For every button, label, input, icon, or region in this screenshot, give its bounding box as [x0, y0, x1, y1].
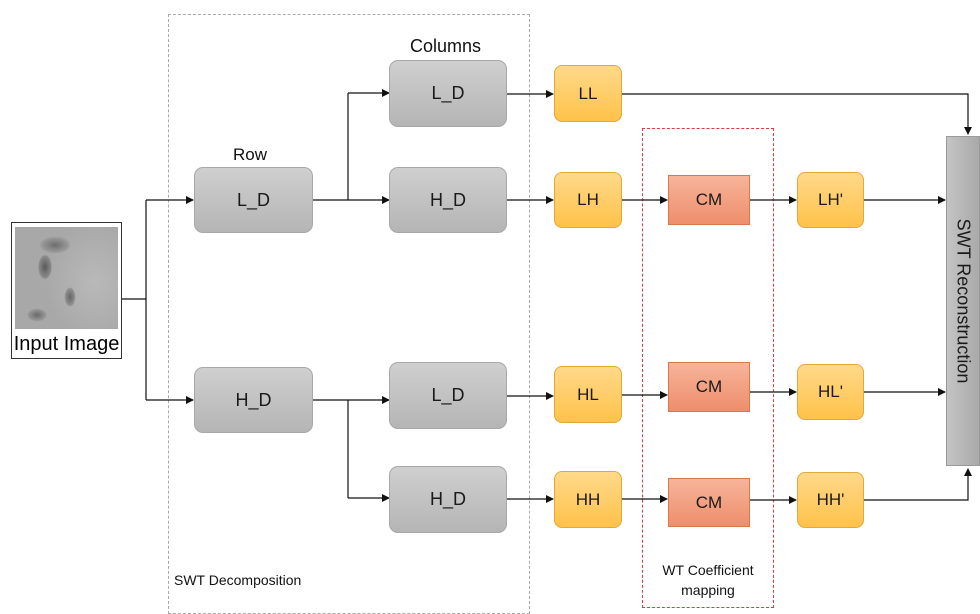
swt-reconstruction-label: SWT Reconstruction	[953, 218, 974, 384]
column-low-filter-2: L_D	[389, 362, 507, 429]
column-high-filter-2: H_D	[389, 466, 507, 533]
mapped-subband-lh: LH'	[797, 172, 864, 228]
row-header: Row	[233, 145, 268, 164]
wt-coefficient-mapping-caption-line1: WT Coefficient	[662, 562, 754, 578]
input-image-panel: Input Image	[11, 222, 122, 359]
swt-reconstruction-block: SWT Reconstruction	[946, 136, 980, 466]
column-low-filter-1: L_D	[389, 60, 507, 127]
subband-hl: HL	[554, 366, 622, 423]
column-high-filter-1: H_D	[389, 167, 507, 233]
input-image-thumbnail	[15, 227, 118, 329]
wt-coefficient-mapping-caption-line2: mapping	[681, 582, 735, 598]
columns-header: Columns	[410, 36, 482, 56]
coefficient-mapping-lh: CM	[668, 175, 750, 225]
subband-ll: LL	[554, 65, 622, 122]
mapped-subband-hl: HL'	[797, 364, 864, 420]
subband-lh: LH	[554, 172, 622, 228]
input-image-caption: Input Image	[13, 333, 120, 355]
row-low-decomposition-filter: L_D	[194, 167, 313, 233]
row-high-decomposition-filter: H_D	[194, 367, 313, 433]
swt-decomposition-caption: SWT Decomposition	[174, 572, 302, 588]
mapped-subband-hh: HH'	[797, 472, 864, 528]
coefficient-mapping-hh: CM	[668, 478, 750, 527]
coefficient-mapping-hl: CM	[668, 362, 750, 412]
subband-hh: HH	[554, 471, 622, 528]
